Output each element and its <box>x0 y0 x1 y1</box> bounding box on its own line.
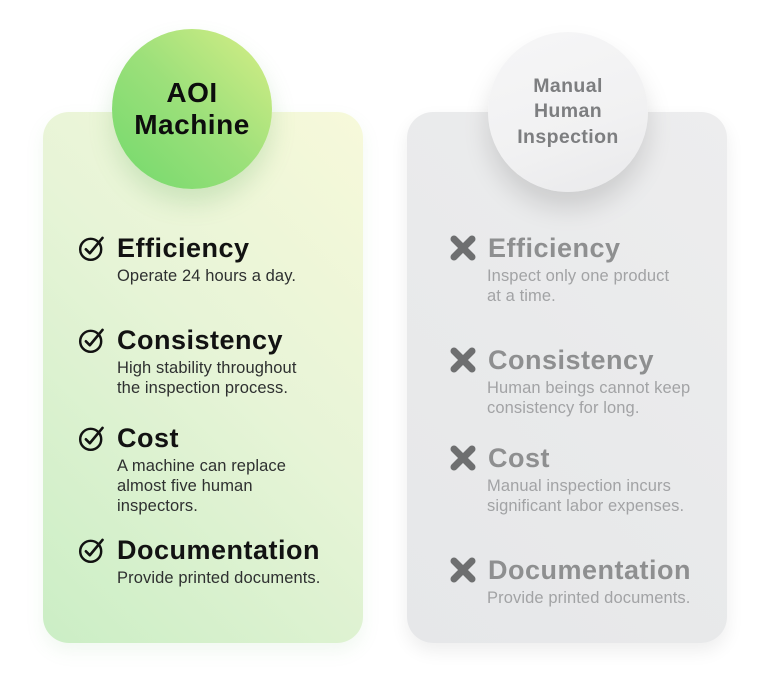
feature-title: Documentation <box>488 555 692 585</box>
feature-title: Documentation <box>117 535 321 565</box>
feature-item-documentation: Documentation Provide printed documents. <box>78 532 337 588</box>
manual-inspection-card: Efficiency Inspect only one product at a… <box>407 112 727 643</box>
feature-description: Inspect only one product at a time. <box>487 267 670 305</box>
feature-item-header: Consistency <box>78 322 337 358</box>
feature-description: Provide printed documents. <box>487 589 691 607</box>
feature-item-header: Documentation <box>78 532 337 568</box>
cross-icon <box>450 235 476 261</box>
check-circle-icon <box>78 236 104 262</box>
cross-icon <box>450 347 476 373</box>
feature-item-header: Consistency <box>449 342 701 378</box>
manual-inspection-badge-label: Manual Human Inspection <box>517 74 619 148</box>
aoi-machine-badge: AOI Machine <box>112 29 272 189</box>
feature-item-consistency: Consistency Human beings cannot keep con… <box>449 342 701 418</box>
feature-description: Operate 24 hours a day. <box>117 267 297 285</box>
manual-inspection-badge: Manual Human Inspection <box>488 32 648 192</box>
feature-item-header: Efficiency <box>449 230 701 266</box>
feature-item-header: Documentation <box>449 552 701 588</box>
feature-title: Cost <box>488 443 550 473</box>
check-circle-icon <box>78 426 104 452</box>
feature-description: A machine can replace almost five human … <box>117 457 287 515</box>
feature-item-documentation: Documentation Provide printed documents. <box>449 552 701 608</box>
feature-item-cost: Cost Manual inspection incurs significan… <box>449 440 701 516</box>
cross-icon <box>450 445 476 471</box>
feature-title: Efficiency <box>117 233 250 263</box>
feature-item-consistency: Consistency High stability throughout th… <box>78 322 337 398</box>
feature-item-efficiency: Efficiency Inspect only one product at a… <box>449 230 701 306</box>
feature-item-header: Cost <box>449 440 701 476</box>
feature-title: Cost <box>117 423 179 453</box>
cross-icon <box>450 557 476 583</box>
feature-description: Manual inspection incurs significant lab… <box>487 477 685 515</box>
feature-description: Provide printed documents. <box>117 569 321 587</box>
feature-title: Consistency <box>488 345 655 375</box>
feature-title: Consistency <box>117 325 284 355</box>
check-circle-icon <box>78 538 104 564</box>
feature-item-header: Efficiency <box>78 230 337 266</box>
feature-item-header: Cost <box>78 420 337 456</box>
aoi-machine-card: Efficiency Operate 24 hours a day. Consi… <box>43 112 363 643</box>
check-circle-icon <box>78 328 104 354</box>
feature-description: High stability throughout the inspection… <box>117 359 297 397</box>
feature-item-cost: Cost A machine can replace almost five h… <box>78 420 337 516</box>
feature-description: Human beings cannot keep consistency for… <box>487 379 691 417</box>
feature-item-efficiency: Efficiency Operate 24 hours a day. <box>78 230 337 286</box>
feature-title: Efficiency <box>488 233 621 263</box>
aoi-machine-badge-label: AOI Machine <box>134 76 250 140</box>
